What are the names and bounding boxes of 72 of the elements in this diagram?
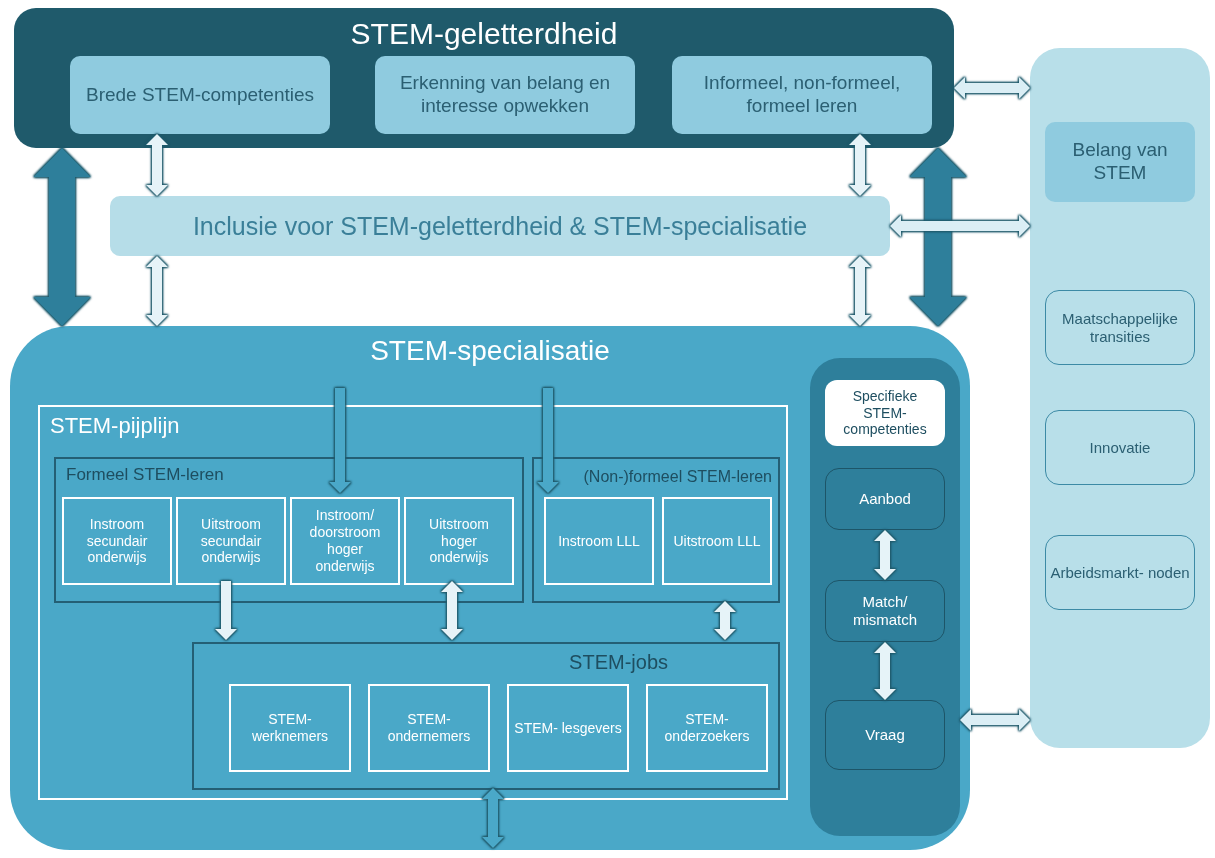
double-arrow — [849, 134, 871, 196]
group-box — [192, 642, 780, 790]
specialisation-panel — [10, 326, 970, 850]
box-label: Instroom LLL — [558, 532, 640, 550]
group-title: STEM-jobs — [569, 650, 668, 674]
box-label: Uitstroom LLL — [673, 532, 761, 550]
stage-box — [544, 497, 654, 585]
side-panel — [1030, 48, 1210, 748]
box-label: Aanbod — [859, 490, 911, 508]
factor-box — [1045, 290, 1195, 365]
box-label: Inclusie voor STEM-geletterdheid & STEM-specialisatie — [192, 211, 808, 241]
importance-box — [1045, 122, 1195, 202]
box-label: STEM- werknemers — [250, 711, 330, 745]
stage-box — [290, 497, 400, 585]
box-label: Instroom/ doorstroom hoger onderwijs — [308, 507, 382, 575]
stage-box — [62, 497, 172, 585]
factor-box — [1045, 535, 1195, 610]
double-arrow — [849, 256, 871, 326]
box-label: Instroom secundair onderwijs — [85, 515, 149, 567]
competence-box — [825, 380, 945, 446]
topic-box — [70, 56, 330, 134]
double-arrow — [874, 530, 896, 580]
box-label: Innovatie — [1089, 438, 1151, 457]
box-label: Vraag — [865, 726, 905, 744]
box-label: STEM- ondernemers — [386, 711, 472, 745]
stage-box — [507, 684, 629, 772]
box-label: Informeel, non-formeel, formeel leren — [702, 72, 902, 118]
market-box — [825, 700, 945, 770]
box-label: Uitstroom hoger onderwijs — [428, 515, 490, 567]
pipeline-frame — [38, 405, 788, 800]
box-label: Erkenning van belang en interesse opwekken — [398, 72, 612, 118]
stage-box — [404, 497, 514, 585]
box-label: Specifieke STEM- competenties — [842, 387, 928, 439]
box-label: Arbeidsmarkt- noden — [1050, 563, 1190, 582]
literacy-panel — [14, 8, 954, 148]
factor-box — [1045, 410, 1195, 485]
group-title: (Non-)formeel STEM-leren — [583, 467, 772, 487]
double-arrow — [441, 581, 463, 640]
double-arrow — [146, 134, 168, 196]
double-arrow — [146, 256, 168, 326]
stage-box — [368, 684, 490, 772]
double-arrow — [874, 642, 896, 700]
box-label: Uitstroom secundair onderwijs — [199, 515, 263, 567]
double-arrow — [714, 601, 736, 640]
group-box — [54, 457, 524, 603]
market-box — [825, 580, 945, 642]
group-title: STEM-geletterdheid — [349, 16, 619, 52]
stage-box — [229, 684, 351, 772]
double-arrow — [954, 77, 1030, 99]
double-arrow — [909, 148, 967, 326]
stage-box — [646, 684, 768, 772]
box-label: STEM- onderzoekers — [663, 711, 751, 745]
stage-box — [662, 497, 772, 585]
inclusion-band — [110, 196, 890, 256]
double-arrow — [33, 148, 91, 326]
topic-box — [375, 56, 635, 134]
topic-box — [672, 56, 932, 134]
market-box — [825, 468, 945, 530]
group-title: Formeel STEM-leren — [66, 465, 224, 486]
stage-box — [176, 497, 286, 585]
box-label: STEM- lesgevers — [514, 719, 622, 737]
group-box — [532, 457, 780, 603]
box-label: Belang van STEM — [1071, 139, 1169, 185]
box-label: Brede STEM-competenties — [85, 83, 315, 107]
double-arrow — [960, 709, 1030, 731]
column-panel — [810, 358, 960, 836]
box-label: Maatschappelijke transities — [1061, 309, 1179, 346]
group-title: STEM-specialisatie — [369, 334, 611, 368]
box-label: Match/ mismatch — [851, 593, 919, 629]
arrow — [215, 581, 237, 640]
double-arrow — [890, 215, 1030, 237]
group-title: STEM-pijplijn — [50, 413, 180, 440]
